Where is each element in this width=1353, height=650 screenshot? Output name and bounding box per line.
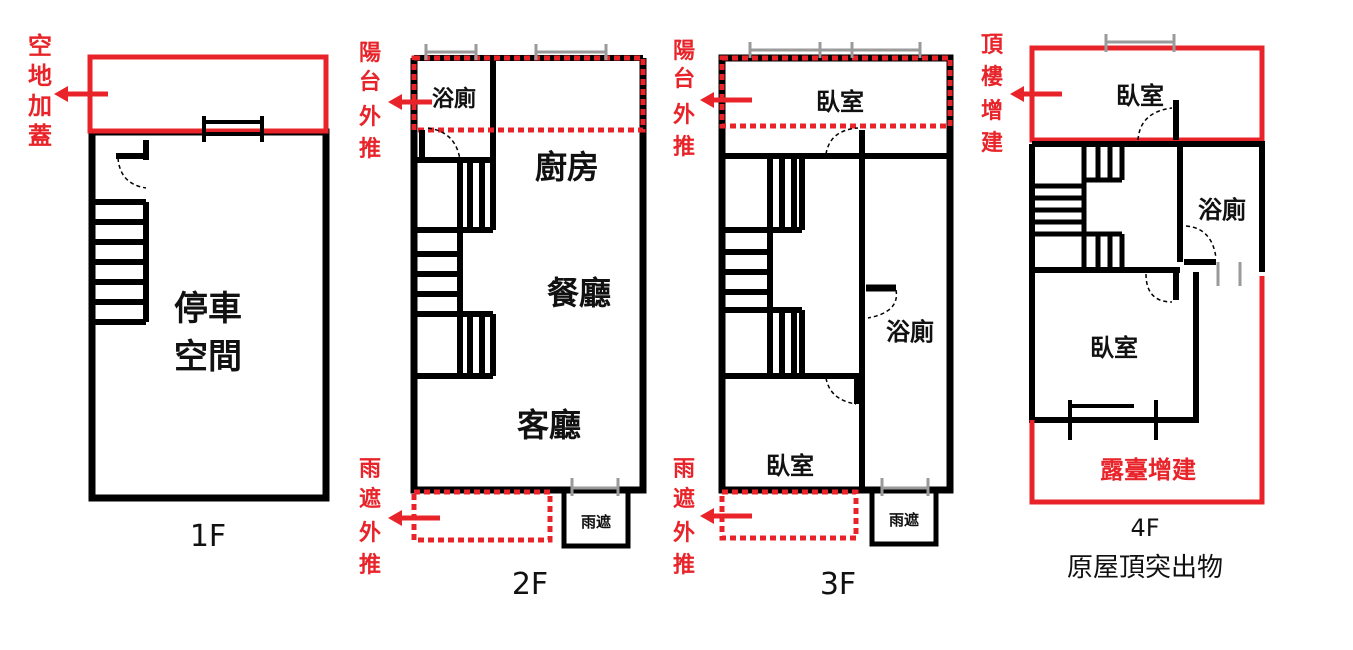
- awning-box: [869, 490, 939, 547]
- note-balcony: 陽 台 外 推: [359, 41, 381, 162]
- floor-label-2f: 2F: [512, 567, 548, 602]
- room-parking-line1: 停車: [174, 289, 242, 329]
- note-awning: 雨 遮 外 推: [359, 457, 381, 578]
- room-bedroom-bottom: 臥室: [766, 452, 814, 480]
- arrow-head: [54, 86, 68, 102]
- balcony-addition-box: [719, 55, 953, 129]
- svg-text:推: 推: [673, 135, 695, 160]
- svg-text:蓋: 蓋: [28, 122, 52, 150]
- svg-text:雨: 雨: [673, 457, 695, 482]
- svg-text:地: 地: [28, 62, 52, 90]
- room-terrace: 露臺增建: [1100, 456, 1196, 484]
- room-bedroom-mid: 臥室: [1090, 334, 1138, 362]
- gate-symbol: [202, 116, 264, 142]
- door-swing: [1185, 225, 1217, 259]
- door-swing: [1137, 107, 1173, 141]
- floor-3f: 雨遮 臥室 浴廁 臥室 陽 台 外 推 雨 遮 外 推 3F: [673, 39, 954, 602]
- note-roof: 頂 樓 增 建: [981, 33, 1004, 156]
- door-swing: [825, 377, 857, 405]
- arrow-head: [1010, 86, 1024, 102]
- door-swing: [117, 157, 147, 189]
- floor-label-1f: 1F: [190, 519, 226, 554]
- floor-label-3f: 3F: [820, 567, 856, 602]
- window: [748, 42, 930, 496]
- note-balcony: 陽 台 外 推: [673, 39, 695, 160]
- room-bedroom-top: 臥室: [1116, 82, 1164, 110]
- note-vacant-land: 空 地 加 蓋: [28, 32, 52, 150]
- svg-text:空: 空: [28, 32, 52, 60]
- svg-text:外: 外: [673, 520, 695, 546]
- terrace-addition-box: [1029, 276, 1265, 505]
- arrow-head: [700, 508, 714, 524]
- room-dining: 餐廳: [547, 274, 611, 312]
- svg-text:陽: 陽: [673, 39, 695, 64]
- floor-4f: 臥室 浴廁 臥室 露臺增建 頂 樓 增 建 4F 原屋頂突出物: [981, 33, 1265, 583]
- staircase: [1034, 144, 1125, 270]
- room-bathroom: 浴廁: [886, 318, 934, 346]
- window: [424, 44, 620, 496]
- svg-text:推: 推: [359, 553, 381, 578]
- staircase: [722, 156, 862, 379]
- room-awning: 雨遮: [581, 513, 611, 531]
- arrow-head: [700, 92, 714, 108]
- door-swing: [825, 127, 859, 155]
- balcony-addition-box: [411, 55, 646, 133]
- svg-text:台: 台: [359, 69, 381, 95]
- staircase: [414, 160, 496, 379]
- room-bedroom-top: 臥室: [816, 88, 864, 116]
- note-awning: 雨 遮 外 推: [673, 457, 695, 578]
- svg-text:外: 外: [673, 102, 695, 128]
- arrow-head: [388, 94, 402, 110]
- svg-text:雨: 雨: [359, 457, 381, 482]
- window: [1104, 34, 1242, 286]
- door-symbol: [1068, 400, 1158, 440]
- awning-box: [561, 490, 631, 549]
- svg-text:台: 台: [673, 66, 695, 92]
- svg-text:推: 推: [359, 137, 381, 162]
- room-living: 客廳: [517, 406, 581, 444]
- room-bathroom: 浴廁: [1198, 196, 1246, 224]
- svg-text:陽: 陽: [359, 41, 381, 66]
- room-parking-line2: 空間: [174, 337, 242, 377]
- svg-text:遮: 遮: [359, 486, 381, 512]
- floor-1f: 停車 空間 空 地 加 蓋 1F: [28, 32, 330, 554]
- arrow-head: [388, 510, 402, 526]
- vacant-land-addition-box: [87, 54, 329, 134]
- svg-text:樓: 樓: [981, 65, 1003, 90]
- room-awning: 雨遮: [889, 511, 919, 529]
- svg-text:推: 推: [673, 553, 695, 578]
- floor-sublabel-4f: 原屋頂突出物: [1067, 553, 1223, 583]
- svg-text:外: 外: [359, 520, 381, 546]
- door-swing: [1145, 273, 1173, 303]
- svg-text:外: 外: [359, 104, 381, 130]
- svg-text:頂: 頂: [981, 33, 1004, 58]
- svg-text:遮: 遮: [673, 486, 695, 512]
- door-swing: [867, 289, 898, 319]
- room-kitchen: 廚房: [535, 148, 599, 186]
- svg-text:加: 加: [28, 92, 52, 120]
- svg-text:增: 增: [981, 98, 1003, 124]
- floor-label-4f: 4F: [1130, 514, 1159, 542]
- door-swing: [427, 127, 461, 161]
- room-bathroom: 浴廁: [432, 86, 476, 112]
- svg-text:建: 建: [981, 131, 1003, 156]
- floor-2f: 雨遮 浴廁 廚房 餐廳 客廳 陽 台 外 推 雨 遮 外 推 2F: [359, 41, 647, 602]
- staircase: [92, 140, 149, 325]
